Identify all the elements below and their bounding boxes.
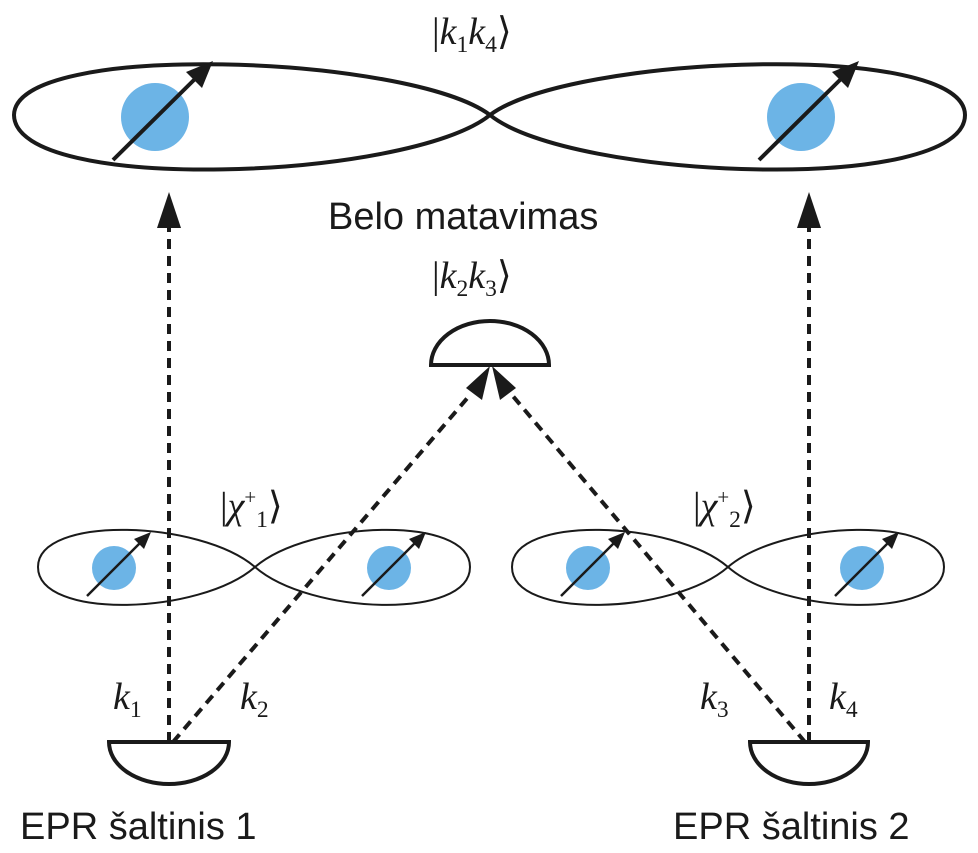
chi-right-label: |χ+2⟩ (693, 487, 756, 532)
k-subscript: 4 (485, 32, 497, 59)
top-state-label: |k1k4⟩ (432, 13, 512, 58)
ket-close: ⟩ (740, 485, 756, 528)
chi-symbol: χ (227, 485, 245, 528)
source-2-icon (747, 740, 871, 786)
ket-close: ⟩ (496, 11, 512, 53)
k3-path-to-detector (510, 393, 807, 744)
source-1-icon (106, 740, 232, 786)
k1-label: k1 (113, 678, 142, 723)
source-1-caption: EPR šaltinis 1 (20, 806, 257, 848)
left-epr-pair-loop (36, 528, 472, 606)
k2-arrowhead-icon (466, 366, 490, 400)
ket-close: ⟩ (496, 255, 512, 297)
k3-arrowhead-icon (492, 366, 516, 400)
k-subscript: 2 (456, 276, 469, 303)
k-subscript: 2 (256, 697, 269, 724)
k2-label: k2 (240, 678, 269, 723)
k-subscript: 3 (716, 697, 729, 724)
source-2-caption: EPR šaltinis 2 (673, 806, 910, 848)
chi-superscript: + (717, 485, 730, 509)
spin-particle-icon (834, 532, 899, 597)
chi-superscript: + (244, 485, 257, 509)
k1-arrowhead-icon (157, 192, 181, 228)
k3-label: k3 (700, 678, 729, 723)
ket-open: | (693, 485, 701, 528)
mid-state-label: |k2k3⟩ (432, 257, 512, 302)
k-subscript: 1 (456, 32, 469, 59)
k-symbol: k (439, 255, 457, 297)
chi-subscript: 2 (729, 506, 741, 533)
k-symbol: k (240, 676, 257, 718)
k-subscript: 3 (485, 276, 497, 303)
right-epr-pair-loop (510, 528, 946, 606)
chi-subscript: 1 (256, 506, 268, 533)
k-symbol: k (468, 11, 486, 53)
ket-open: | (432, 255, 440, 297)
k-symbol: k (700, 676, 717, 718)
k-subscript: 4 (845, 697, 858, 724)
spin-particle-icon (111, 61, 213, 162)
chi-symbol: χ (700, 485, 718, 528)
k-symbol: k (113, 676, 130, 718)
chi-left-label: |χ+1⟩ (220, 487, 283, 532)
k-symbol: k (468, 255, 486, 297)
spin-particle-icon (560, 532, 625, 597)
k4-label: k4 (829, 678, 858, 723)
bell-detector-icon (428, 319, 552, 367)
ket-close: ⟩ (267, 485, 283, 528)
k-subscript: 1 (129, 697, 142, 724)
spin-particle-icon (361, 532, 426, 597)
ket-open: | (432, 11, 440, 53)
k-symbol: k (829, 676, 846, 718)
top-bell-state-loop (11, 62, 968, 172)
spin-particle-icon (86, 532, 151, 597)
spin-particle-icon (757, 61, 859, 162)
bell-measurement-label: Belo matavimas (328, 196, 599, 238)
k-symbol: k (439, 11, 457, 53)
k2-path-to-detector (171, 393, 472, 744)
k4-arrowhead-icon (797, 192, 821, 228)
ket-open: | (220, 485, 228, 528)
